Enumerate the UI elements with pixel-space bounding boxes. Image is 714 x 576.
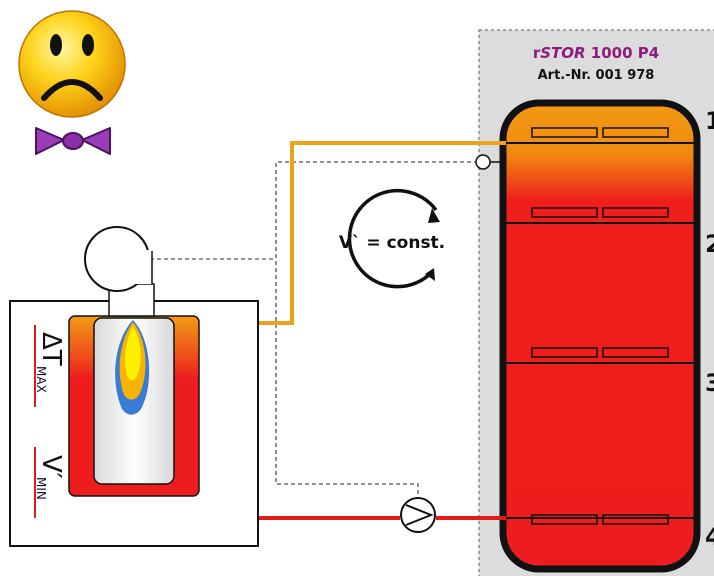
flame-core-icon xyxy=(125,326,141,381)
tank-article-number: Art.-Nr. 001 978 xyxy=(538,68,655,83)
flow-rotation-icon xyxy=(347,188,440,289)
storage-tank-panel: rSTOR 1000 P4 Art.-Nr. 001 978 1 2 3 4 xyxy=(478,29,714,576)
pump-icon xyxy=(400,497,436,533)
boiler: ΔT MAX V′ MIN xyxy=(9,226,259,547)
sad-face-bowtie-icon xyxy=(18,10,126,155)
tank-model-title: rSTOR 1000 P4 xyxy=(533,44,659,62)
temperature-sensor-icon xyxy=(475,154,491,170)
delta-t-max-label: ΔT MAX xyxy=(34,332,66,393)
flow-min-label: V′ MIN xyxy=(34,455,66,500)
storage-tank xyxy=(499,99,701,573)
svg-text:ΔT: ΔT xyxy=(36,332,66,366)
sensor-line xyxy=(275,161,478,500)
zone-label-4: 4 xyxy=(705,523,714,551)
zone-label-3: 3 xyxy=(705,369,714,397)
control-lines xyxy=(150,161,478,500)
svg-text:MAX: MAX xyxy=(34,366,48,393)
svg-text:MIN: MIN xyxy=(34,477,48,500)
constant-flow-label: V` = const. xyxy=(339,233,445,253)
svg-text:V′: V′ xyxy=(36,455,66,479)
zone-label-1: 1 xyxy=(705,107,714,135)
zone-label-2: 2 xyxy=(705,230,714,258)
tank-bars xyxy=(531,127,669,525)
